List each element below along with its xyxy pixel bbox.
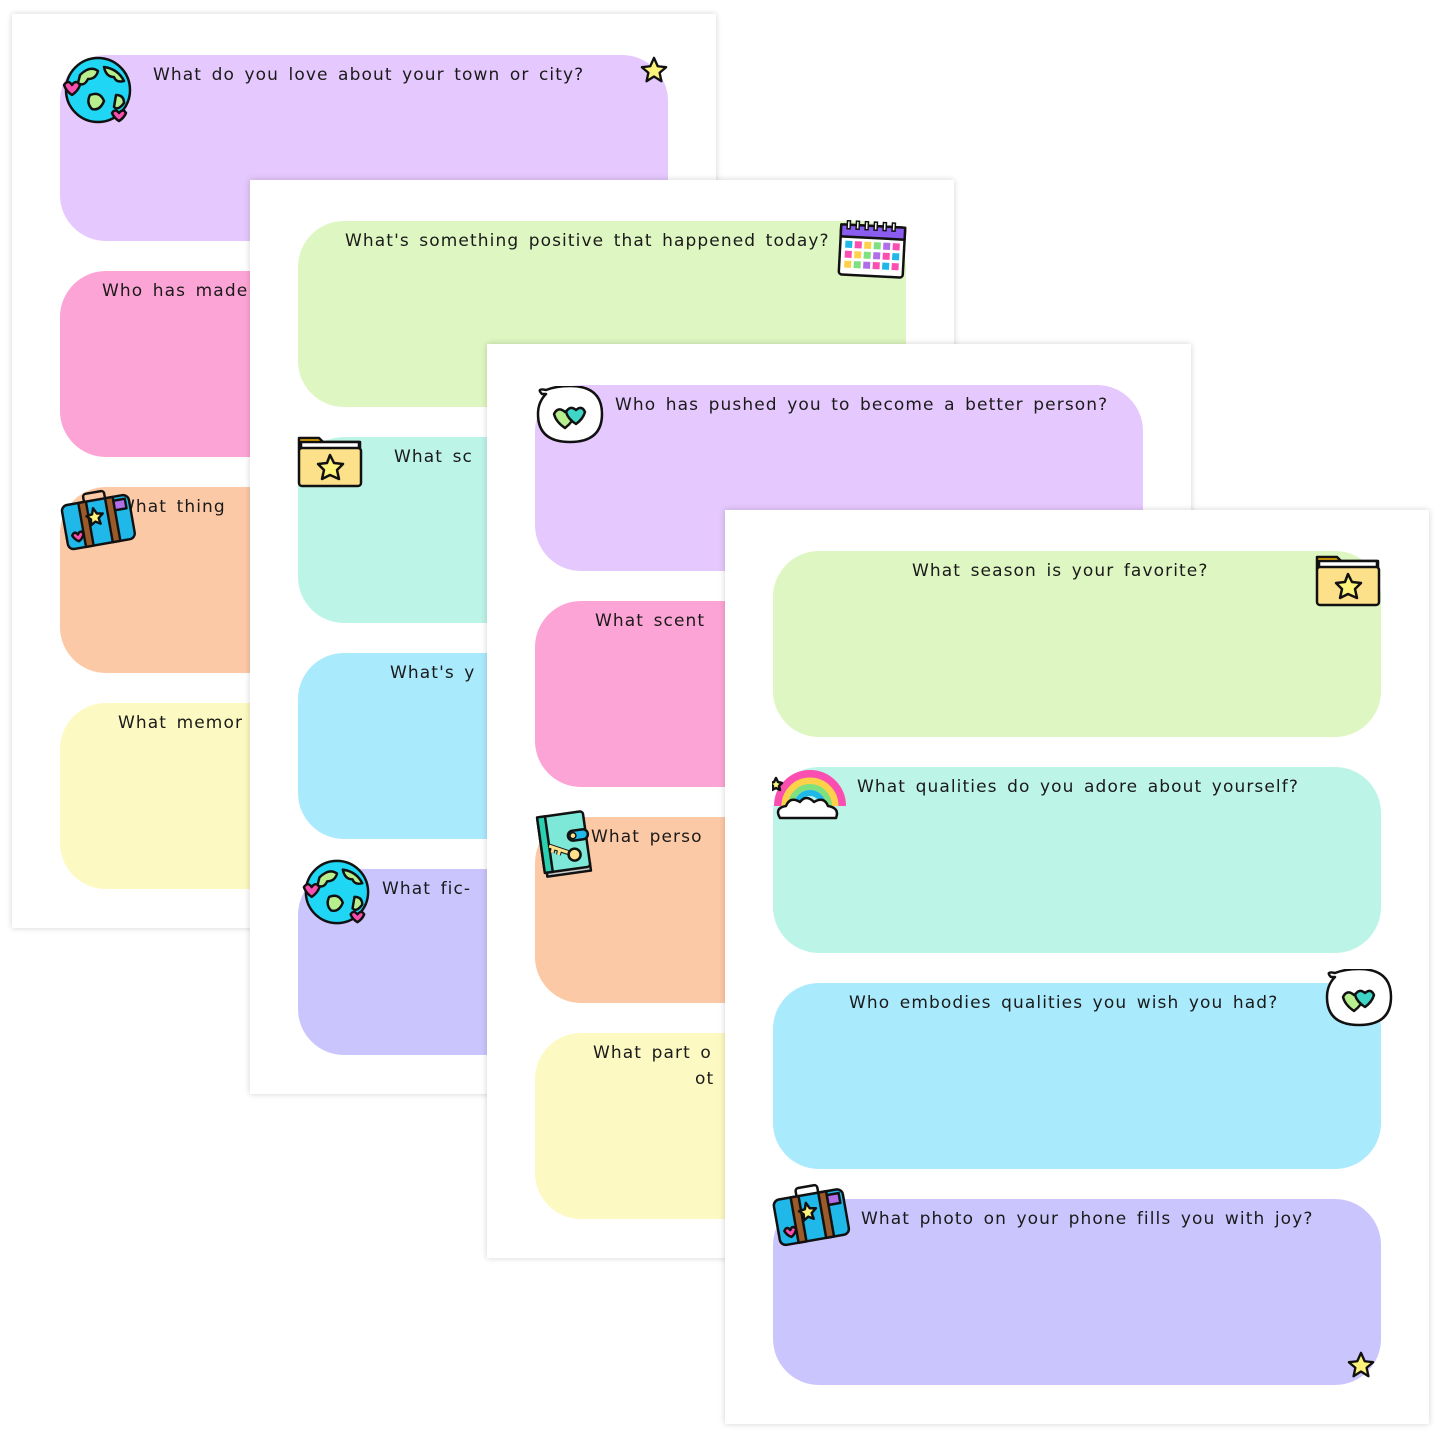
prompt-text: What's y (390, 663, 476, 683)
globe-icon (60, 55, 134, 125)
prompt-text-line2: ot (695, 1069, 715, 1089)
prompt-text: What season is your favorite? (912, 561, 1209, 581)
prompt-box[interactable]: Who embodies qualities you wish you had? (773, 983, 1381, 1169)
prompt-text: What scent (595, 611, 706, 631)
prompt-text: What qualities do you adore about yourse… (857, 777, 1299, 797)
prompt-text: What thing (118, 497, 226, 517)
prompt-box[interactable]: What season is your favorite? (773, 551, 1381, 737)
prompt-text: What's something positive that happened … (345, 231, 830, 251)
suitcase-icon (772, 1182, 852, 1248)
prompt-text: What part o (593, 1043, 712, 1063)
prompt-text: Who has made (102, 281, 249, 301)
prompt-text: What do you love about your town or city… (153, 65, 585, 85)
prompt-text: What sc (394, 447, 473, 467)
prompt-box[interactable]: What qualities do you adore about yourse… (773, 767, 1381, 953)
heart-bubble-icon (1323, 969, 1395, 1027)
prompt-text: Who has pushed you to become a better pe… (615, 395, 1109, 415)
folder-star-icon (1314, 551, 1382, 609)
prompt-text: What memor (118, 713, 244, 733)
journal-page: What season is your favorite? What qualit… (725, 510, 1429, 1424)
prompt-text: What photo on your phone fills you with … (861, 1209, 1314, 1229)
star-icon (640, 56, 668, 84)
globe-icon (300, 857, 372, 927)
star-icon (1346, 1351, 1376, 1379)
heart-bubble-icon (534, 386, 606, 444)
folder-star-icon (296, 432, 364, 490)
prompt-text: What perso (591, 827, 703, 847)
calendar-icon (836, 220, 908, 280)
prompt-box[interactable]: What photo on your phone fills you with … (773, 1199, 1381, 1385)
suitcase-icon (60, 488, 138, 552)
prompt-text: Who embodies qualities you wish you had? (849, 993, 1279, 1013)
prompt-text: What fic- (382, 879, 472, 899)
rainbow-icon (772, 756, 850, 830)
book-key-icon (535, 808, 593, 880)
